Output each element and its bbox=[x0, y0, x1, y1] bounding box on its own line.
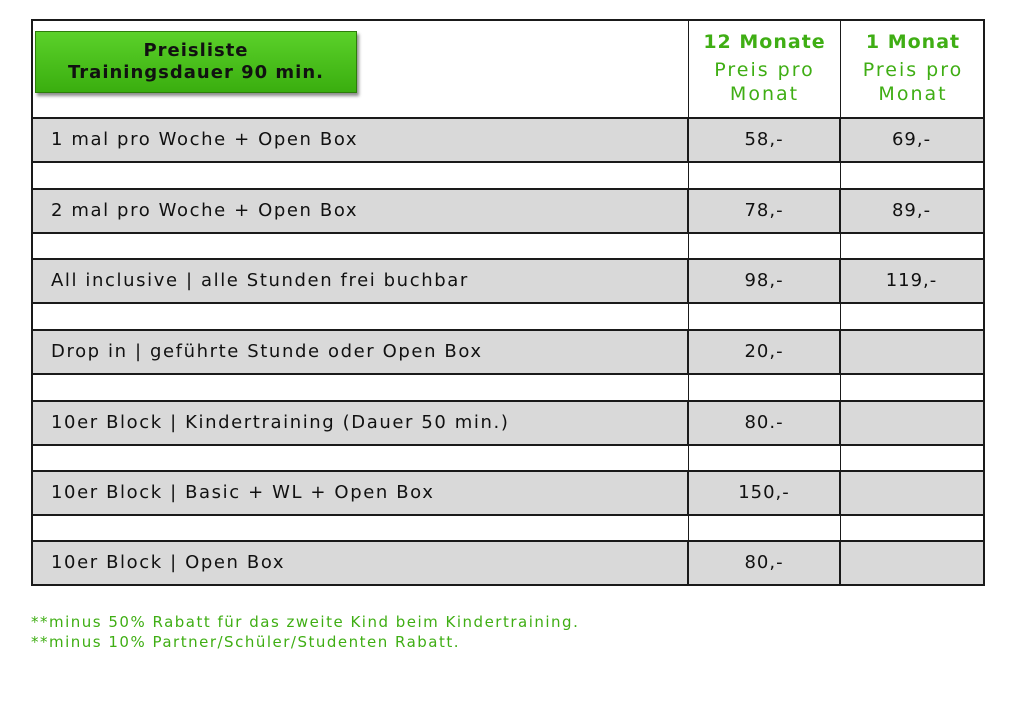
price-12-months: 80.- bbox=[744, 412, 784, 433]
table-row: All inclusive | alle Stunden frei buchba… bbox=[33, 258, 983, 304]
row-label: 10er Block | Kindertraining (Dauer 50 mi… bbox=[51, 412, 510, 433]
price-12-months: 58,- bbox=[744, 129, 784, 150]
table-row: 10er Block | Kindertraining (Dauer 50 mi… bbox=[33, 400, 983, 446]
price-12-months: 20,- bbox=[744, 341, 784, 362]
row-label: 2 mal pro Woche + Open Box bbox=[51, 200, 359, 221]
table-row: 10er Block | Basic + WL + Open Box 150,- bbox=[33, 470, 983, 516]
header-1-month: 1 Monat Preis pro Monat bbox=[841, 21, 985, 117]
price-1-month: 89,- bbox=[891, 200, 932, 221]
price-table: Preisliste Trainingsdauer 90 min. 12 Mon… bbox=[31, 19, 985, 586]
badge-subtitle: Trainingsdauer 90 min. bbox=[68, 62, 324, 83]
row-label: 10er Block | Basic + WL + Open Box bbox=[51, 482, 435, 503]
row-label: Drop in | geführte Stunde oder Open Box bbox=[51, 341, 483, 362]
footnote-partner-discount: **minus 10% Partner/Schüler/Studenten Ra… bbox=[31, 633, 461, 651]
badge-title: Preisliste bbox=[143, 40, 249, 61]
header-title: 12 Monate bbox=[703, 31, 826, 53]
header-title: 1 Monat bbox=[865, 31, 961, 53]
price-12-months: 150,- bbox=[738, 482, 790, 503]
footnote-sibling-discount: **minus 50% Rabatt für das zweite Kind b… bbox=[31, 613, 580, 631]
price-12-months: 98,- bbox=[744, 270, 784, 291]
row-label: All inclusive | alle Stunden frei buchba… bbox=[51, 270, 469, 291]
footnotes: **minus 50% Rabatt für das zweite Kind b… bbox=[31, 612, 579, 652]
row-label: 1 mal pro Woche + Open Box bbox=[51, 129, 359, 150]
table-row: 1 mal pro Woche + Open Box 58,- 69,- bbox=[33, 117, 983, 163]
row-label: 10er Block | Open Box bbox=[51, 552, 286, 573]
header-12-months: 12 Monate Preis pro Monat bbox=[689, 21, 840, 117]
header-subtitle: Preis pro Monat bbox=[714, 59, 815, 105]
table-row: 2 mal pro Woche + Open Box 78,- 89,- bbox=[33, 188, 983, 234]
price-12-months: 78,- bbox=[744, 200, 784, 221]
header-subtitle: Preis pro Monat bbox=[862, 59, 964, 105]
price-1-month: 69,- bbox=[891, 129, 932, 150]
price-1-month: 119,- bbox=[885, 270, 938, 291]
table-row: Drop in | geführte Stunde oder Open Box … bbox=[33, 329, 983, 375]
price-12-months: 80,- bbox=[744, 552, 784, 573]
table-row: 10er Block | Open Box 80,- bbox=[33, 540, 983, 586]
price-list-badge: Preisliste Trainingsdauer 90 min. bbox=[35, 31, 357, 93]
